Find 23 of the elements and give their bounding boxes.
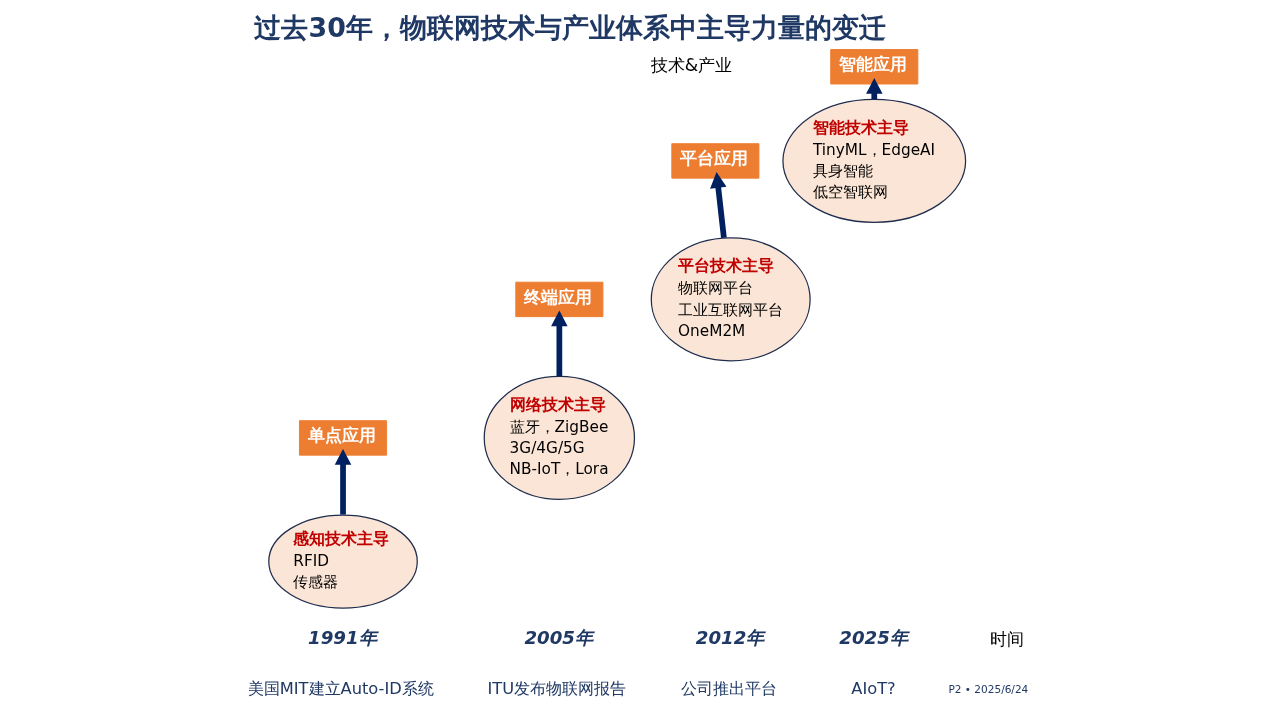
arrow bbox=[334, 449, 352, 515]
label: 2005年 bbox=[524, 627, 593, 649]
node-ellipse: 平台技术主导 物联网平台 工业互联网平台 OneM2M bbox=[650, 237, 811, 362]
node-ellipse: 智能技术主导 TinyML，EdgeAI 具身智能 低空智联网 bbox=[782, 98, 967, 223]
label: 美国MIT建立Auto-ID系统 bbox=[247, 679, 434, 699]
arrow bbox=[551, 310, 568, 377]
node-ellipse: 感知技术主导 RFID 传感器 bbox=[268, 514, 418, 609]
node-box: 终端应用 bbox=[515, 281, 604, 318]
label: P2 • 2025/6/24 bbox=[948, 683, 1029, 696]
label: AIoT? bbox=[851, 679, 896, 699]
label: 2012年 bbox=[695, 627, 765, 649]
node-box: 智能应用 bbox=[830, 49, 919, 85]
arrow bbox=[710, 172, 727, 239]
node-box: 平台应用 bbox=[671, 143, 760, 179]
label: 1991年 bbox=[308, 627, 377, 649]
label: ITU发布物联网报告 bbox=[487, 679, 627, 699]
label: 2025年 bbox=[839, 627, 908, 649]
node-box: 单点应用 bbox=[299, 420, 388, 456]
node-ellipse: 网络技术主导 蓝牙，ZigBee 3G/4G/5G NB-IoT，Lora bbox=[483, 375, 636, 500]
label: 公司推出平台 bbox=[680, 679, 777, 699]
label: 技术&产业 bbox=[650, 54, 733, 75]
label: 时间 bbox=[989, 628, 1024, 649]
diagram-title: 过去30年，物联网技术与产业体系中主导力量的变迁 bbox=[254, 11, 886, 43]
